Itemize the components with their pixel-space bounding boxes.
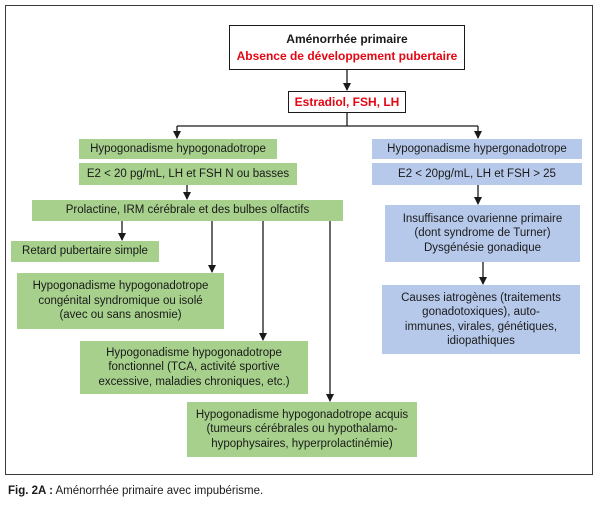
congenital-box: Hypogonadisme hypogonadotrope congénital… bbox=[17, 273, 224, 329]
workup-text: Prolactine, IRM cérébrale et des bulbes … bbox=[65, 204, 310, 217]
left-criteria-box: E2 < 20 pg/mL, LH et FSH N ou basses bbox=[79, 163, 297, 185]
left-branch-title: Hypogonadisme hypogonadotrope bbox=[90, 142, 266, 155]
hormones-label: Estradiol, FSH, LH bbox=[294, 94, 400, 109]
caption-text: Aménorrhée primaire avec impubérisme. bbox=[52, 485, 264, 497]
left-branch-title-box: Hypogonadisme hypogonadotrope bbox=[79, 139, 277, 159]
ovarian-line-3: Dysgénésie gonadique bbox=[423, 241, 541, 254]
diagram-title: Aménorrhée primaire bbox=[286, 32, 408, 47]
delay-box: Retard pubertaire simple bbox=[11, 241, 159, 262]
figure-caption: Fig. 2A : Aménorrhée primaire avec impub… bbox=[8, 485, 263, 497]
acquired-line-1: Hypogonadisme hypogonadotrope acquis bbox=[195, 408, 409, 421]
title-box: Aménorrhée primaire Absence de développe… bbox=[229, 25, 465, 70]
ovarian-line-2: (dont syndrome de Turner) bbox=[414, 227, 551, 240]
ovarian-box: Insuffisance ovarienne primaire (dont sy… bbox=[385, 205, 580, 262]
functional-box: Hypogonadisme hypogonadotrope fonctionne… bbox=[80, 341, 308, 394]
functional-line-1: Hypogonadisme hypogonadotrope bbox=[106, 346, 282, 359]
diagram-subtitle: Absence de développement pubertaire bbox=[236, 48, 458, 63]
right-branch-title: Hypogonadisme hypergonadotrope bbox=[387, 142, 567, 155]
causes-line-1: Causes iatrogènes (traitements bbox=[401, 291, 561, 304]
congenital-line-3: (avec ou sans anosmie) bbox=[59, 309, 182, 322]
left-criteria-text: E2 < 20 pg/mL, LH et FSH N ou basses bbox=[86, 167, 290, 180]
causes-box: Causes iatrogènes (traitements gonadotox… bbox=[382, 285, 580, 354]
causes-line-3: immunes, virales, génétiques, bbox=[404, 320, 558, 333]
workup-box: Prolactine, IRM cérébrale et des bulbes … bbox=[32, 200, 343, 221]
caption-label: Fig. 2A : bbox=[8, 485, 53, 497]
congenital-line-2: congénital syndromique ou isolé bbox=[38, 294, 203, 307]
right-criteria-box: E2 < 20pg/mL, LH et FSH > 25 bbox=[372, 163, 582, 185]
functional-line-3: excessive, maladies chroniques, etc.) bbox=[98, 375, 290, 388]
ovarian-line-1: Insuffisance ovarienne primaire bbox=[402, 212, 563, 225]
functional-line-2: fonctionnel (TCA, activité sportive bbox=[108, 361, 280, 374]
acquired-line-3: hypophysaires, hyperprolactinémie) bbox=[211, 437, 393, 450]
acquired-line-2: (tumeurs cérébrales ou hypothalamo- bbox=[206, 423, 398, 436]
hormones-box: Estradiol, FSH, LH bbox=[288, 91, 406, 113]
congenital-line-1: Hypogonadisme hypogonadotrope bbox=[32, 280, 209, 293]
right-criteria-text: E2 < 20pg/mL, LH et FSH > 25 bbox=[398, 167, 556, 180]
causes-line-4: idiopathiques bbox=[447, 334, 515, 347]
right-branch-title-box: Hypogonadisme hypergonadotrope bbox=[372, 139, 582, 159]
acquired-box: Hypogonadisme hypogonadotrope acquis (tu… bbox=[187, 402, 417, 457]
causes-line-2: gonadotoxiques), auto- bbox=[422, 306, 540, 319]
delay-text: Retard pubertaire simple bbox=[22, 245, 148, 258]
